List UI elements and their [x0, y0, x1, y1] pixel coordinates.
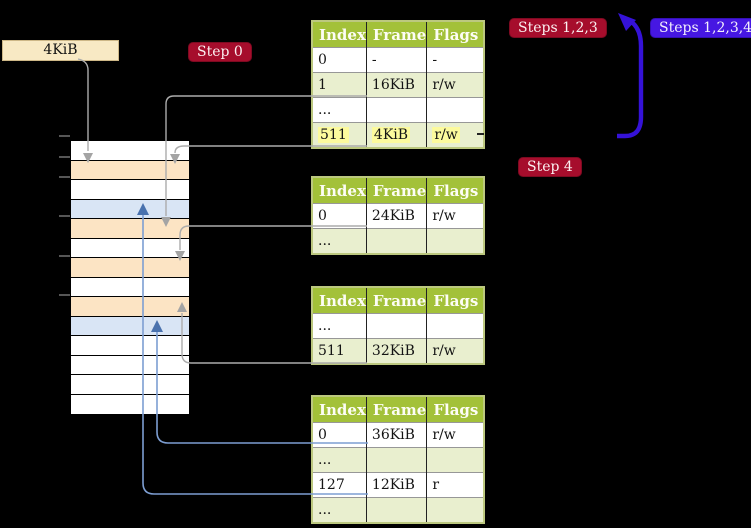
memory-row — [71, 336, 189, 356]
page-table-level2: Index Frame Flags 0 24KiB r/w ... — [311, 176, 485, 255]
connector-label-4kib — [77, 58, 89, 151]
cell-frame: 16KiB — [365, 72, 427, 98]
memory-row — [71, 199, 189, 219]
cell-flags: - — [426, 47, 484, 73]
highlight-mark: r/w — [432, 127, 460, 143]
address-ticks — [59, 135, 70, 296]
cell-frame — [365, 228, 427, 254]
column-header-index: Index — [312, 21, 367, 48]
cell-flags: r/w — [426, 203, 484, 229]
cell-flags: r — [426, 472, 484, 498]
cell-index: ... — [312, 447, 367, 473]
cell-flags — [426, 313, 484, 339]
memory-row — [71, 160, 189, 180]
header-row: Index Frame Flags — [312, 177, 484, 204]
cell-flags: r/w — [426, 338, 484, 364]
shortcut-arrowhead — [618, 13, 636, 31]
column-header-frame: Frame — [365, 287, 427, 314]
page-table-level3: Index Frame Flags ... 511 32KiB r/w — [311, 286, 485, 365]
column-header-flags: Flags — [426, 287, 484, 314]
table-row: ... — [312, 313, 484, 339]
memory-row — [71, 180, 189, 200]
steps-1234-badge: Steps 1,2,3,4 — [650, 18, 751, 38]
cell-index: ... — [312, 97, 367, 123]
cell-frame: 4KiB — [365, 122, 427, 148]
memory-row — [71, 238, 189, 258]
page-size-label: 4KiB — [2, 40, 119, 61]
cell-frame — [365, 497, 427, 523]
cell-flags — [426, 447, 484, 473]
memory-row — [71, 375, 189, 395]
table-row: 0 24KiB r/w — [312, 203, 484, 229]
header-row: Index Frame Flags — [312, 396, 484, 423]
header-row: Index Frame Flags — [312, 21, 484, 48]
cell-flags — [426, 97, 484, 123]
column-header-frame: Frame — [365, 396, 427, 423]
table-row: ... — [312, 497, 484, 523]
table-row: 0 36KiB r/w — [312, 422, 484, 448]
cell-index: 0 — [312, 422, 367, 448]
cell-index: ... — [312, 228, 367, 254]
highlight-mark: 4KiB — [371, 127, 411, 143]
table-row: 511 32KiB r/w — [312, 338, 484, 364]
column-header-flags: Flags — [426, 396, 484, 423]
column-header-index: Index — [312, 177, 367, 204]
cell-index: 511 — [312, 122, 367, 148]
steps-123-badge: Steps 1,2,3 — [509, 18, 607, 38]
cell-flags: r/w — [426, 422, 484, 448]
table-row: ... — [312, 97, 484, 123]
cell-index: 0 — [312, 203, 367, 229]
table-row: ... — [312, 447, 484, 473]
cell-frame: - — [365, 47, 427, 73]
table-row: 0 - - — [312, 47, 484, 73]
highlight-mark: 511 — [318, 127, 349, 143]
shortcut-arrow — [617, 18, 644, 139]
table-row-highlighted: 511 4KiB r/w — [312, 122, 484, 148]
memory-row — [71, 355, 189, 375]
cell-frame: 36KiB — [365, 422, 427, 448]
column-header-flags: Flags — [426, 21, 484, 48]
cell-index: 511 — [312, 338, 367, 364]
memory-stack — [70, 140, 190, 415]
column-header-flags: Flags — [426, 177, 484, 204]
cell-index: ... — [312, 313, 367, 339]
memory-row — [71, 258, 189, 278]
cell-index: 127 — [312, 472, 367, 498]
cell-index: 0 — [312, 47, 367, 73]
header-row: Index Frame Flags — [312, 287, 484, 314]
table-row: 127 12KiB r — [312, 472, 484, 498]
cell-flags: r/w — [426, 72, 484, 98]
cell-frame: 32KiB — [365, 338, 427, 364]
cell-index: ... — [312, 497, 367, 523]
column-header-frame: Frame — [365, 177, 427, 204]
cell-flags — [426, 497, 484, 523]
step-0-badge: Step 0 — [188, 42, 252, 62]
memory-row — [71, 277, 189, 297]
cell-frame — [365, 447, 427, 473]
column-header-frame: Frame — [365, 21, 427, 48]
memory-row — [71, 141, 189, 161]
column-header-index: Index — [312, 287, 367, 314]
cell-frame: 24KiB — [365, 203, 427, 229]
table-row: ... — [312, 228, 484, 254]
memory-row — [71, 316, 189, 336]
page-table-level1: Index Frame Flags 0 - - 1 16KiB r/w ... … — [311, 20, 485, 149]
table-row: 1 16KiB r/w — [312, 72, 484, 98]
memory-row — [71, 297, 189, 317]
cell-frame — [365, 97, 427, 123]
cell-flags — [426, 228, 484, 254]
cell-frame: 12KiB — [365, 472, 427, 498]
page-table-level4: Index Frame Flags 0 36KiB r/w ... 127 12… — [311, 395, 485, 524]
cell-frame — [365, 313, 427, 339]
cell-flags: r/w — [426, 122, 484, 148]
column-header-index: Index — [312, 396, 367, 423]
cell-index: 1 — [312, 72, 367, 98]
memory-row — [71, 394, 189, 414]
memory-row — [71, 219, 189, 239]
step-4-badge: Step 4 — [518, 157, 582, 177]
